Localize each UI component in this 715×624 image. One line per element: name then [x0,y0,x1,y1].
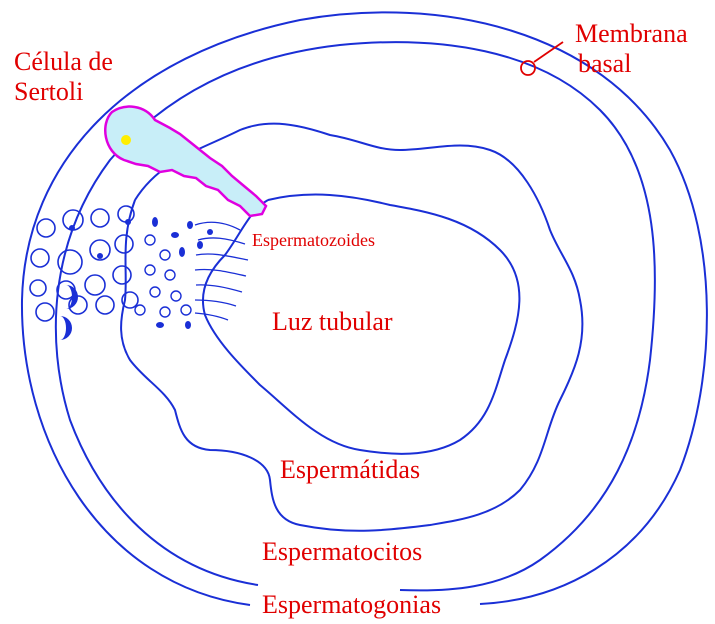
label-sertoli-line2: Sertoli [14,77,83,106]
sertoli-nucleus [121,135,131,145]
label-espermatocitos: Espermatocitos [262,537,422,566]
spermatozoa-tails [194,221,249,321]
label-luz-tubular: Luz tubular [272,307,393,336]
spermatids-boundary [120,122,584,532]
label-espermatidas: Espermátidas [280,455,420,484]
membrane-marker [520,60,536,76]
label-espermatozoides: Espermatozoides [252,230,375,250]
spermatogonia-cells [29,205,139,322]
label-espermatogonias: Espermatogonias [262,590,441,619]
spermatocytes-boundary [54,41,656,592]
label-membrana-line1: Membrana [575,19,688,48]
sertoli-cell [104,105,268,218]
dark-spermatogonia [60,219,131,340]
label-membrana-line2: basal [578,49,631,78]
membrane-leader [533,41,564,63]
spermatid-heads [152,217,213,329]
basement-membrane-outline [20,11,708,606]
label-sertoli-line1: Célula de [14,47,113,76]
spermatid-cells [134,234,192,318]
